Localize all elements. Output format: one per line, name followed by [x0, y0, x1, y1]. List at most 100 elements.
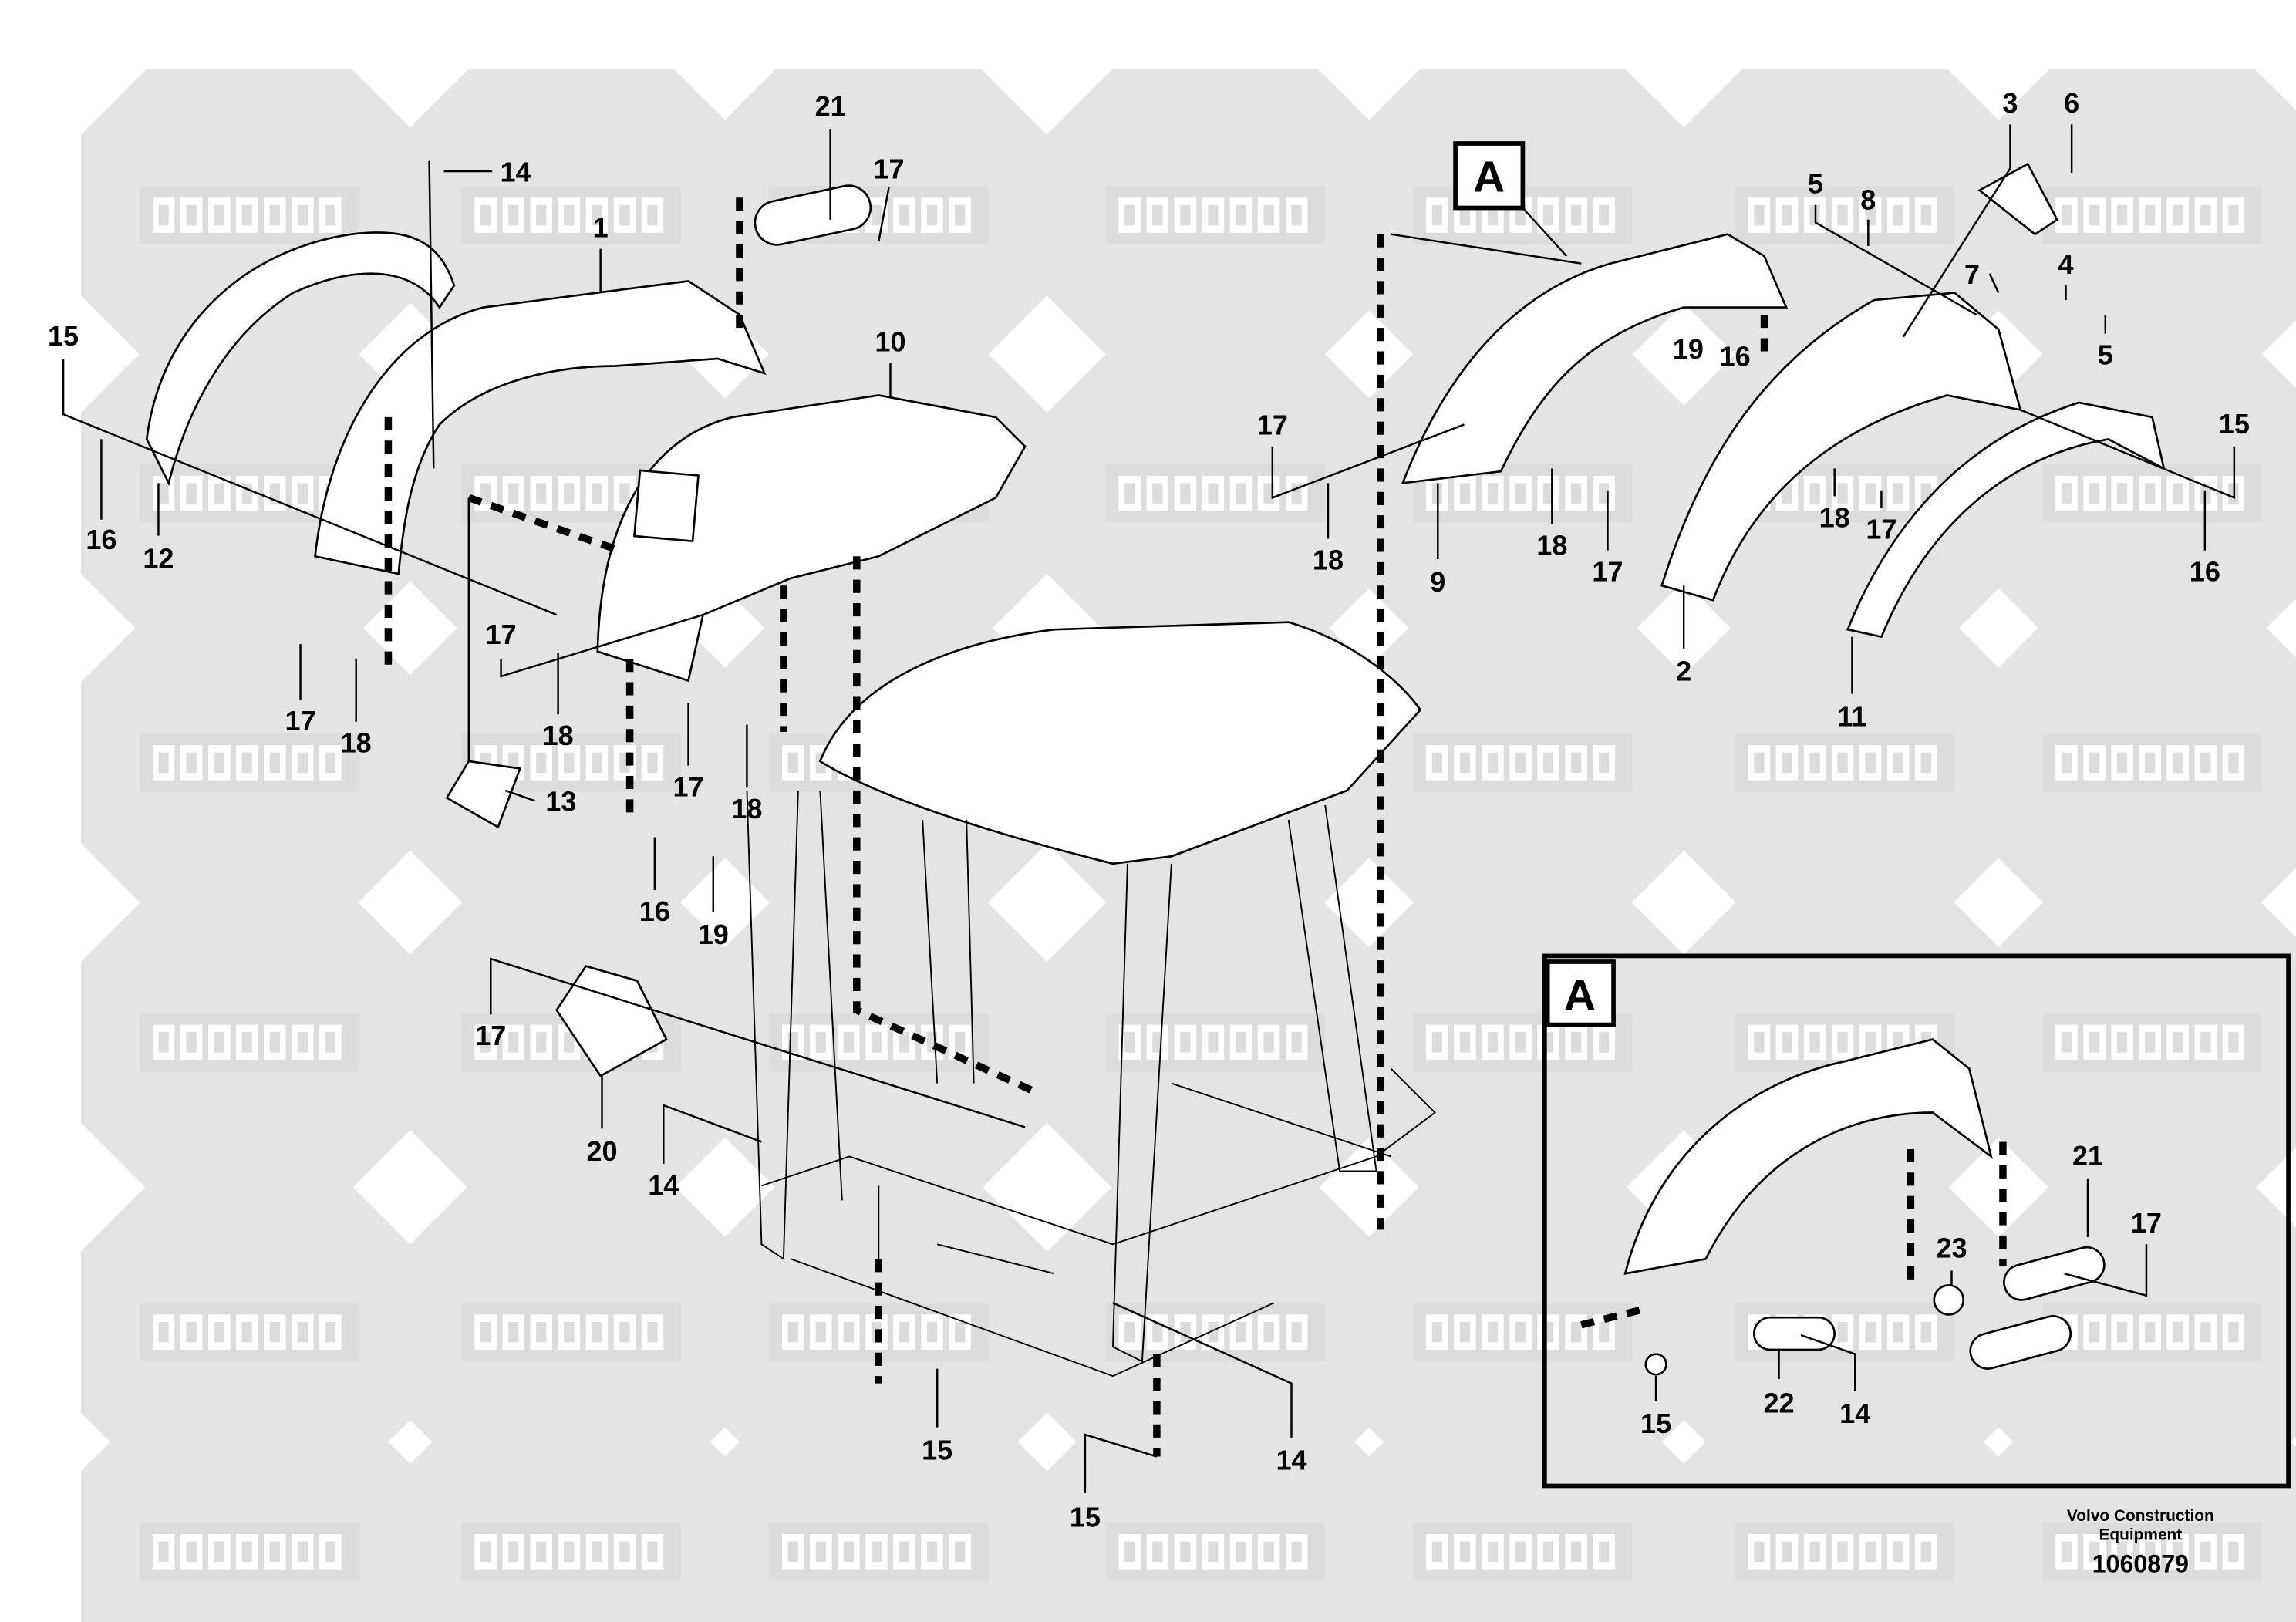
callout-15: 15 [1640, 1408, 1671, 1439]
callout-15: 15 [922, 1434, 952, 1465]
callout-1: 1 [593, 211, 609, 243]
callout-11: 11 [1837, 700, 1866, 732]
watermark-logo-lettering [1118, 475, 1308, 511]
part-10-vent [632, 469, 700, 543]
part-10-cover [596, 394, 1027, 683]
footer-company-line2: Equipment [2099, 1526, 2182, 1544]
leader-lines [62, 124, 2236, 1493]
part-11-fender-trim [1846, 401, 2166, 639]
callout-14: 14 [1839, 1398, 1870, 1429]
callout-2: 2 [1676, 656, 1691, 687]
callout-17: 17 [285, 705, 315, 737]
part-12-fender-trim [145, 231, 456, 487]
watermark-logo-lettering [781, 1534, 971, 1570]
callout-17: 17 [1866, 513, 1896, 545]
callout-18: 18 [731, 793, 762, 824]
callout-19: 19 [698, 919, 729, 950]
watermark-logo-lettering [1118, 1534, 1308, 1570]
dashed-connections [384, 197, 2007, 1457]
watermark-logo-lettering [2055, 745, 2245, 781]
callout-17: 17 [486, 619, 517, 650]
callout-20: 20 [586, 1135, 617, 1167]
watermark-logo-lettering [1748, 1534, 1937, 1570]
inset-fender [1623, 1038, 1993, 1275]
footer-company-line1: Volvo Construction [2067, 1507, 2214, 1525]
callout-16: 16 [2190, 556, 2220, 588]
watermark-logo-lettering [474, 1534, 664, 1570]
watermark-logo-lettering [1426, 1024, 1615, 1061]
callout-12: 12 [143, 542, 174, 574]
watermark-shape [1676, 1405, 2014, 1622]
watermark-logo-lettering [2055, 197, 2245, 233]
callout-5: 5 [1808, 168, 1823, 200]
callout-14: 14 [648, 1169, 679, 1201]
callout-15: 15 [2219, 408, 2250, 440]
watermark-logo-lettering [1426, 475, 1615, 511]
watermark-logo-lettering [781, 1024, 971, 1061]
parts [145, 162, 2166, 1378]
watermark-logo-lettering [152, 197, 342, 233]
detail-marker-label: A [1473, 153, 1505, 202]
watermark-logo-lettering [474, 1314, 664, 1350]
callout-18: 18 [341, 727, 372, 759]
detail-marker-a: A [1453, 141, 1526, 211]
callout-7: 7 [1964, 258, 1980, 290]
watermark-logo-lettering [1426, 1534, 1615, 1570]
callout-14: 14 [501, 156, 531, 187]
callout-16: 16 [639, 895, 670, 927]
drawing-number: 1060879 [2092, 1549, 2190, 1577]
callout-18: 18 [543, 720, 574, 751]
callout-14: 14 [1276, 1445, 1306, 1476]
callout-17: 17 [873, 153, 904, 185]
callout-18: 18 [1536, 529, 1567, 561]
part-3-cover [1977, 162, 2058, 236]
watermark-logo-lettering [1426, 745, 1615, 781]
callout-9: 9 [1430, 566, 1445, 598]
cab-frame [746, 790, 1436, 1378]
watermark-logo-lettering [2055, 475, 2245, 511]
watermark-logo-lettering [152, 745, 342, 781]
callout-8: 8 [1860, 184, 1876, 215]
watermark-logo-lettering [474, 197, 664, 233]
watermark-logo-lettering [152, 1314, 342, 1350]
watermark-layer [80, 69, 2296, 1622]
watermark-logo-lettering [1118, 1024, 1308, 1061]
callout-13: 13 [545, 786, 576, 818]
watermark-logo-lettering [2055, 1534, 2245, 1570]
callout-17: 17 [1257, 410, 1288, 441]
callout-16: 16 [1720, 341, 1751, 373]
callout-19: 19 [1673, 333, 1704, 365]
callout-10: 10 [875, 326, 905, 358]
cab-roof [818, 621, 1422, 865]
watermark-logo-lettering [2055, 1024, 2245, 1061]
callout-18: 18 [1313, 544, 1344, 575]
callout-17: 17 [475, 1020, 506, 1051]
part-13-bracket [445, 760, 522, 829]
callout-18: 18 [1819, 501, 1850, 533]
inset-title: A [1564, 971, 1596, 1020]
callout-17: 17 [673, 771, 703, 803]
watermark-shape [710, 1405, 1047, 1622]
callout-6: 6 [2064, 87, 2079, 119]
watermark-logo-lettering [152, 1024, 342, 1061]
watermark-logo-lettering [152, 1534, 342, 1570]
callout-17: 17 [1592, 556, 1623, 588]
callout-15: 15 [48, 320, 79, 352]
part-21-plate [754, 184, 872, 246]
callout-16: 16 [86, 524, 116, 555]
callout-5: 5 [2098, 339, 2113, 371]
callout-17: 17 [2131, 1207, 2162, 1239]
part-1-fender [314, 280, 767, 575]
callout-3: 3 [2002, 87, 2018, 119]
footer: Volvo Construction Equipment 1060879 [2067, 1507, 2214, 1577]
part-2-fender [1660, 292, 2022, 602]
callout-4: 4 [2058, 248, 2074, 280]
watermark-shape [80, 1405, 418, 1622]
callout-21: 21 [815, 90, 846, 122]
callout-21: 21 [2072, 1140, 2103, 1172]
part-9-fender [1401, 233, 1789, 484]
